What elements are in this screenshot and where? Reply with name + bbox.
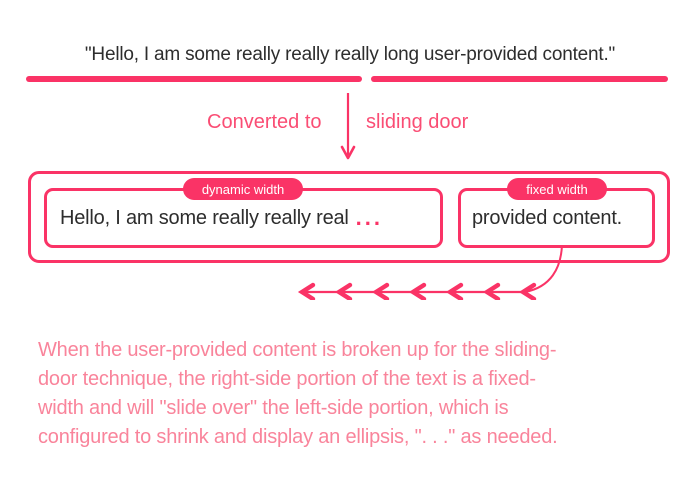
fixed-width-badge: fixed width [507, 178, 607, 200]
sliding-door-label: sliding door [366, 111, 469, 133]
sliding-door-container-box [28, 171, 670, 263]
dynamic-width-badge: dynamic width [183, 178, 303, 200]
arrows-pointing-left-icon [288, 242, 588, 305]
explanation-paragraph: When the user-provided content is broken… [38, 336, 558, 452]
converted-to-label: Converted to [207, 111, 322, 133]
explanation-line: When the user-provided content is broken… [38, 339, 557, 361]
explanation-line: door technique, the right-side portion o… [38, 368, 536, 390]
explanation-line: width and will "slide over" the left-sid… [38, 397, 509, 419]
underline-right-segment [371, 76, 668, 82]
arrow-down-icon [339, 91, 357, 170]
explanation-line: configured to shrink and display an elli… [38, 426, 558, 448]
truncated-text: Hello, I am some really really real [60, 206, 349, 229]
ellipsis-indicator: ... [355, 205, 383, 230]
user-content-quote: "Hello, I am some really really really l… [84, 44, 616, 65]
fixed-text: provided content. [472, 206, 623, 229]
underline-left-segment [26, 76, 362, 82]
